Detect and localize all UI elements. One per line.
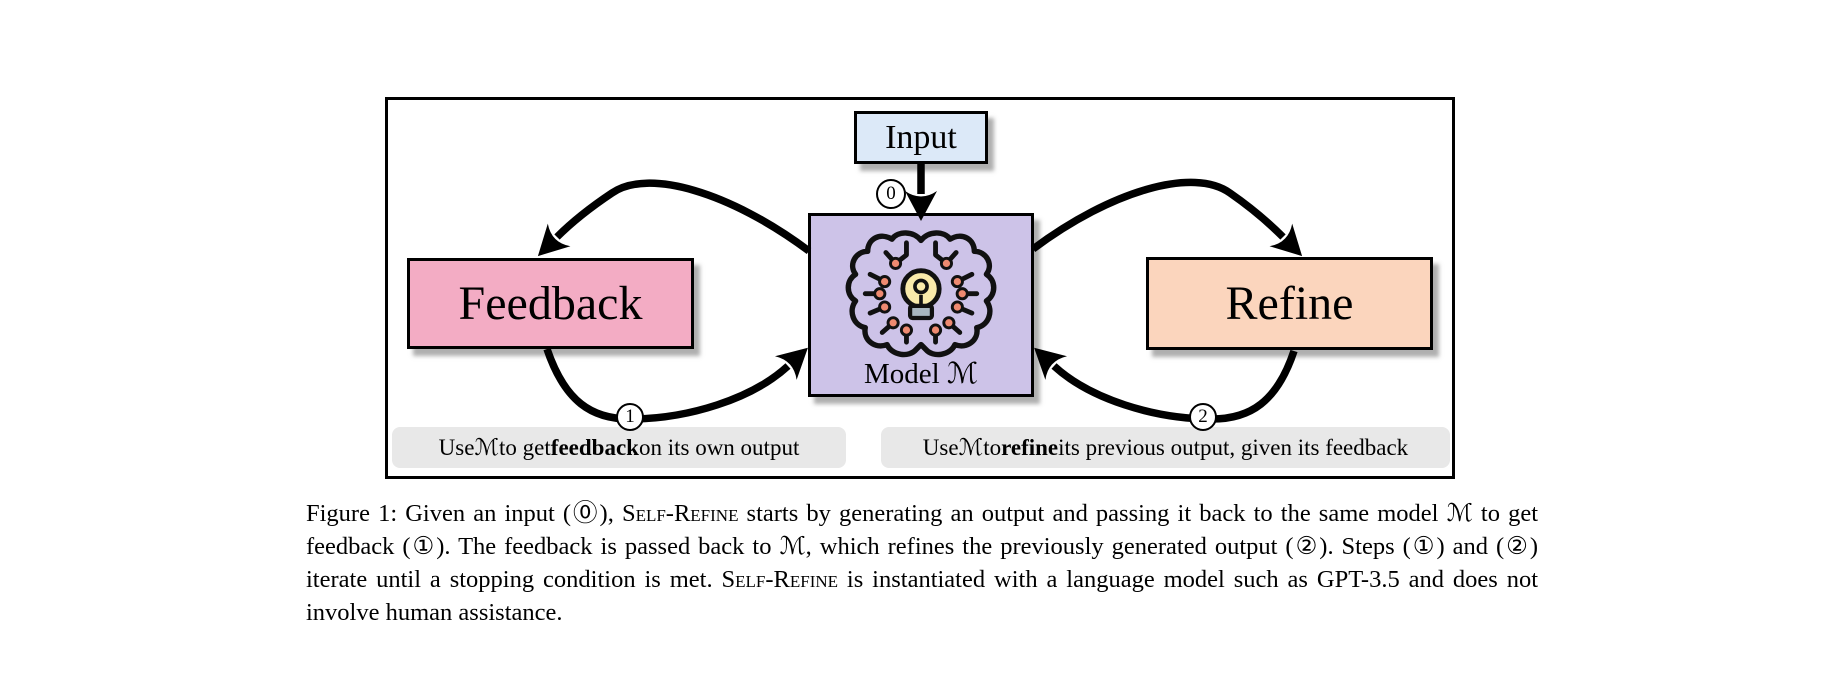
feedback-label: Feedback bbox=[458, 277, 643, 330]
model-box: Model ℳ bbox=[808, 213, 1034, 397]
refine-box: Refine bbox=[1146, 257, 1433, 350]
step1-number: 1 bbox=[625, 406, 635, 427]
input-label: Input bbox=[885, 118, 957, 156]
note-feedback-step: Use ℳ to get feedback on its own output bbox=[392, 427, 846, 468]
model-label: Model ℳ bbox=[864, 358, 978, 390]
input-box: Input bbox=[854, 111, 988, 164]
step1-badge: 1 bbox=[616, 403, 644, 431]
step0-badge: 0 bbox=[876, 179, 906, 209]
note-refine-step: Use ℳ to refine its previous output, giv… bbox=[881, 427, 1450, 468]
step2-badge: 2 bbox=[1189, 403, 1217, 431]
figure-caption: Figure 1: Given an input (⓪), Self-Refin… bbox=[306, 500, 1538, 626]
brain-circuit-icon bbox=[845, 230, 997, 358]
refine-label: Refine bbox=[1225, 277, 1354, 330]
feedback-box: Feedback bbox=[407, 258, 694, 349]
step0-number: 0 bbox=[886, 183, 896, 204]
step2-number: 2 bbox=[1198, 406, 1208, 427]
